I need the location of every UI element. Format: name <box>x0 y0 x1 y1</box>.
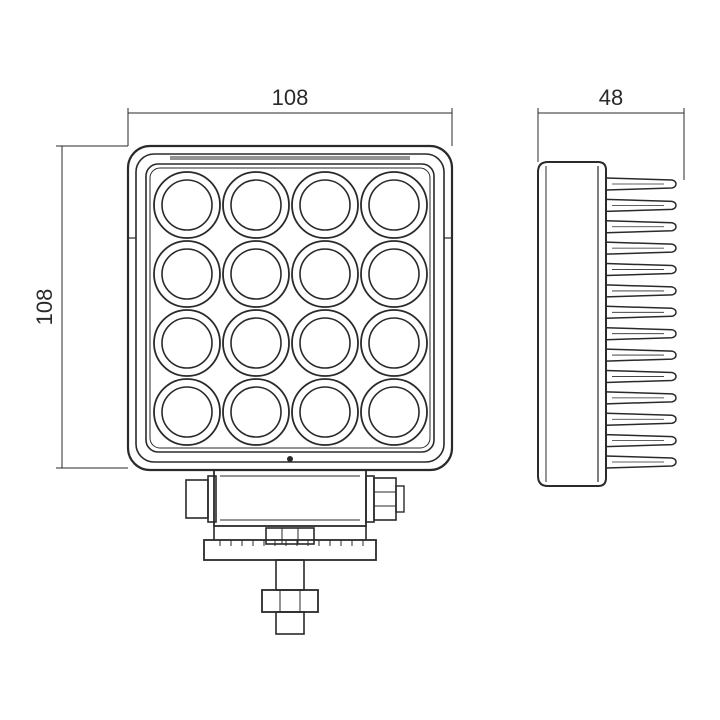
height-label: 108 <box>32 289 57 326</box>
led-reflector <box>222 240 290 308</box>
led-lens <box>230 179 282 231</box>
cooling-fin <box>605 391 677 405</box>
led-lens <box>299 179 351 231</box>
bolt-tip <box>395 485 405 513</box>
led-lens <box>299 386 351 438</box>
cooling-fin <box>605 369 677 384</box>
base-plate <box>203 539 377 561</box>
stud-end <box>275 611 305 635</box>
led-lens <box>230 386 282 438</box>
stud-nut <box>261 589 319 613</box>
led-lens <box>299 248 351 300</box>
cooling-fin <box>605 220 677 234</box>
led-lens <box>161 386 213 438</box>
housing-outer <box>126 144 454 472</box>
right-nut <box>373 477 397 521</box>
center-nut <box>265 527 315 545</box>
cooling-fin <box>605 326 677 341</box>
depth-label: 48 <box>599 85 623 110</box>
cooling-fin <box>605 177 677 191</box>
mounting-bracket <box>185 469 405 635</box>
led-reflector <box>222 309 290 377</box>
base-sides <box>213 526 367 540</box>
cooling-fin <box>605 455 677 469</box>
led-reflector <box>222 171 290 239</box>
front-width-dimension: 108 <box>127 85 453 146</box>
screw-dot <box>287 456 293 462</box>
led-reflector <box>153 240 221 308</box>
led-reflector <box>153 309 221 377</box>
side-bezel <box>537 161 607 487</box>
led-reflector <box>153 378 221 446</box>
led-lens <box>230 248 282 300</box>
cooling-fin <box>605 198 677 213</box>
led-lens <box>368 248 420 300</box>
lens-frame <box>145 163 435 453</box>
cooling-fin <box>605 241 677 255</box>
cooling-fin <box>605 412 677 426</box>
led-lens <box>368 317 420 369</box>
led-lens <box>161 317 213 369</box>
cooling-fins <box>605 177 677 469</box>
led-grid <box>153 171 428 446</box>
led-reflector <box>360 309 428 377</box>
left-bolt-washer <box>207 475 217 523</box>
cooling-fin <box>605 305 677 320</box>
led-reflector <box>360 240 428 308</box>
cooling-fin <box>605 348 677 362</box>
led-lens <box>161 248 213 300</box>
led-reflector <box>291 309 359 377</box>
led-lens <box>368 179 420 231</box>
front-height-dimension: 108 <box>32 145 128 469</box>
led-reflector <box>153 171 221 239</box>
left-bolt-head <box>185 479 209 519</box>
side-view <box>537 161 677 487</box>
led-lens <box>230 317 282 369</box>
housing-inner <box>135 153 445 463</box>
led-reflector <box>360 378 428 446</box>
width-label: 108 <box>272 85 309 110</box>
led-reflector <box>291 171 359 239</box>
led-reflector <box>360 171 428 239</box>
bracket-body <box>213 469 367 527</box>
led-lens <box>368 386 420 438</box>
cooling-fin <box>605 262 677 277</box>
cooling-fin <box>605 433 677 448</box>
front-view <box>126 144 454 635</box>
side-depth-dimension: 48 <box>537 85 685 180</box>
cooling-fin <box>605 284 677 298</box>
led-reflector <box>291 378 359 446</box>
led-reflector <box>222 378 290 446</box>
base-ticks <box>219 540 364 546</box>
led-reflector <box>291 240 359 308</box>
right-bolt-washer <box>365 475 375 523</box>
stud <box>275 559 305 591</box>
led-lens <box>299 317 351 369</box>
led-lens <box>161 179 213 231</box>
lens-frame-inner <box>149 167 431 449</box>
